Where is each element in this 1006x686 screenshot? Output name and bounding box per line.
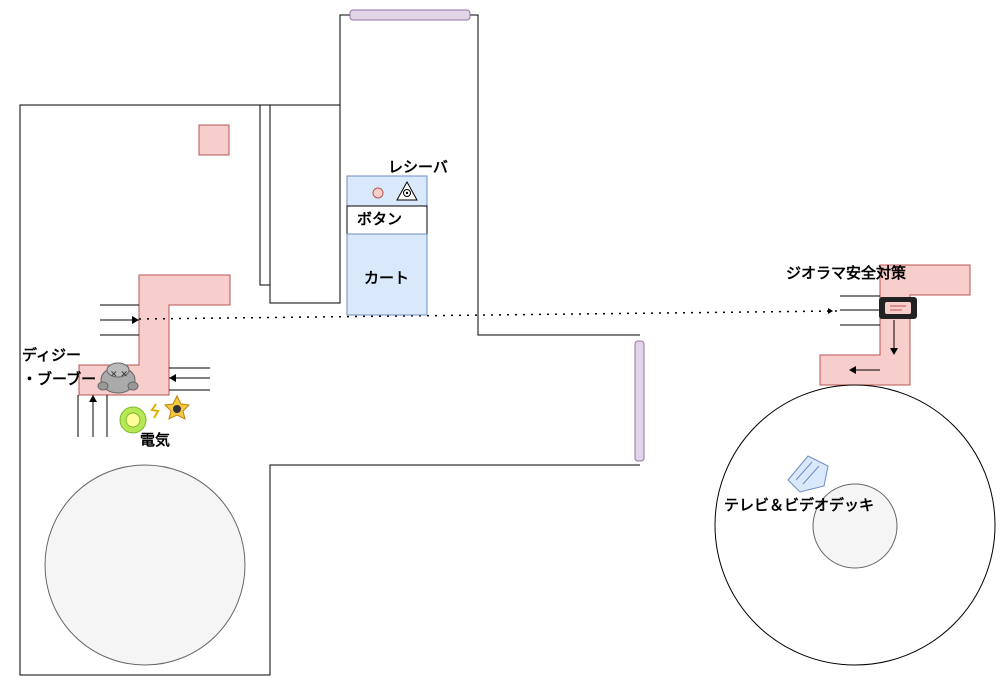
tv-icon: [787, 455, 829, 493]
svg-text:✕ ✕: ✕ ✕: [110, 370, 128, 380]
receiver-label: レシーバ: [388, 158, 448, 176]
dizzy-label-line2: ・ブーブー: [22, 370, 96, 388]
signal-dotted-line: [138, 310, 839, 320]
left-room-wall: [19, 104, 640, 676]
small-pink-circle-icon: [372, 187, 384, 199]
monster-figure-icon: ✕ ✕: [97, 362, 139, 394]
left-arrow-heads: [89, 316, 176, 402]
top-door[interactable]: [349, 9, 471, 21]
pink-marker-block: [198, 124, 230, 156]
tv-video-label: テレビ＆ビデオデッキ: [724, 496, 874, 514]
left-round-table: [44, 464, 246, 666]
inner-partition: [269, 105, 341, 304]
right-track-path: [819, 264, 971, 386]
video-cassette-icon: [879, 297, 917, 319]
eye-triangle-icon: [396, 180, 418, 201]
right-door[interactable]: [634, 340, 645, 462]
right-arrow-heads: [849, 348, 898, 374]
diorama-safety-label: ジオラマ安全対策: [786, 264, 907, 282]
signal-arrowhead: [828, 308, 833, 314]
cart-box[interactable]: [346, 233, 428, 316]
dizzy-label-line1: ディジー: [22, 346, 81, 364]
star-face-icon: [163, 394, 191, 420]
electricity-label: 電気: [140, 431, 170, 449]
cart-label: カート: [364, 269, 409, 287]
walls: [19, 14, 640, 676]
right-arrows: [840, 295, 895, 371]
button-box[interactable]: [346, 205, 428, 235]
receiver-panel: [346, 175, 428, 207]
inner-partition-outer: [259, 105, 270, 286]
spark-icon: [150, 403, 160, 419]
right-inner-table: [812, 483, 898, 569]
button-label: ボタン: [357, 210, 402, 228]
upper-corridor-wall: [339, 14, 640, 336]
green-ring-icon: [119, 406, 147, 434]
